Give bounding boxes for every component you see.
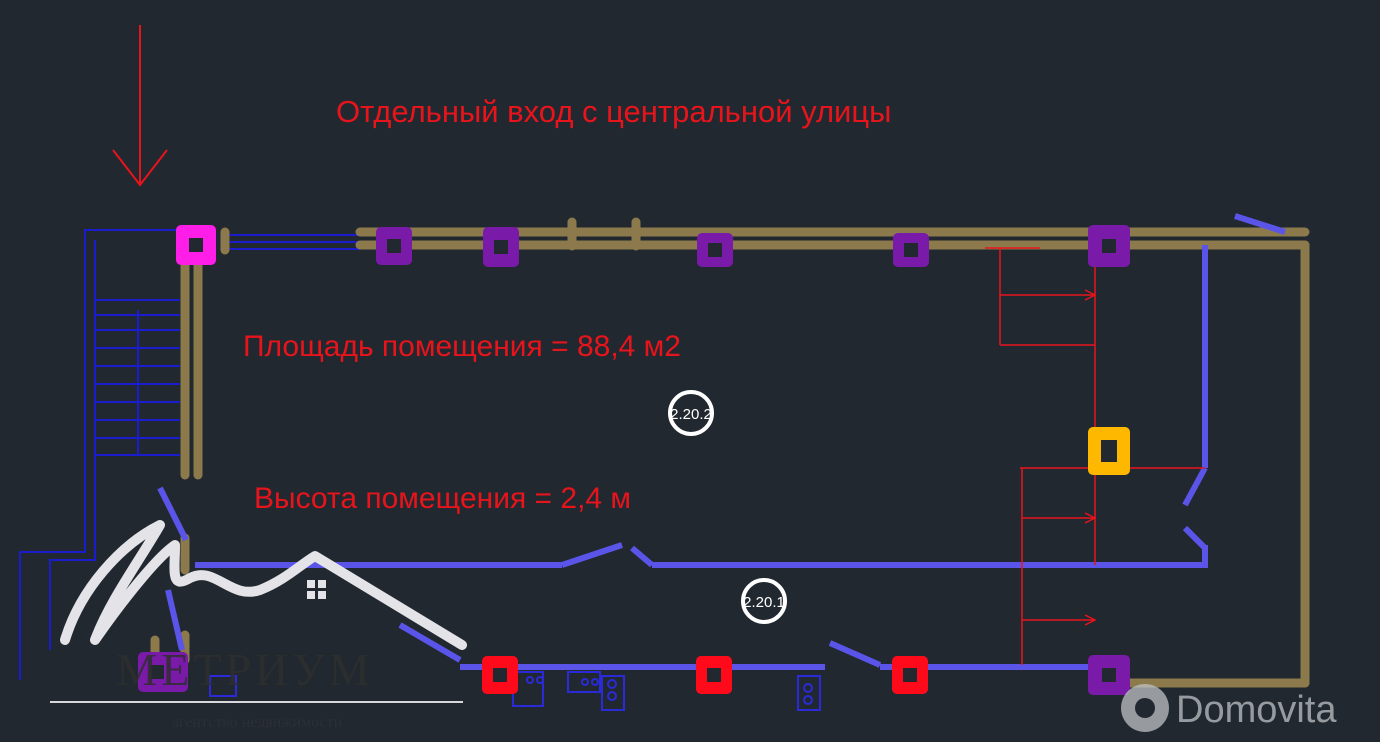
entrance-arrow-icon [112, 25, 168, 187]
agency-subtitle: агентство недвижимости [172, 714, 343, 731]
agency-name: МЕТРИУМ [116, 644, 373, 695]
room-tag: 2.20.2 [668, 390, 714, 436]
svg-text:2.20.1: 2.20.1 [743, 594, 785, 611]
agency-logo: МЕТРИУМ агентство недвижимости [50, 520, 467, 731]
column [482, 656, 928, 694]
columns [138, 225, 1130, 695]
area-label: Площадь помещения = 88,4 м2 [243, 330, 681, 363]
staircase [19, 229, 360, 680]
svg-text:Domovita: Domovita [1176, 689, 1337, 731]
domovita-watermark: Domovita [1121, 684, 1337, 732]
svg-text:2.20.2: 2.20.2 [670, 406, 712, 423]
entrance-note: Отдельный вход с центральной улицы [336, 94, 891, 129]
inner-walls [157, 213, 1286, 670]
room-tag: 2.20.1 [741, 578, 787, 624]
column [138, 225, 1130, 695]
height-label: Высота помещения = 2,4 м [254, 482, 631, 515]
outer-walls [150, 217, 1310, 688]
